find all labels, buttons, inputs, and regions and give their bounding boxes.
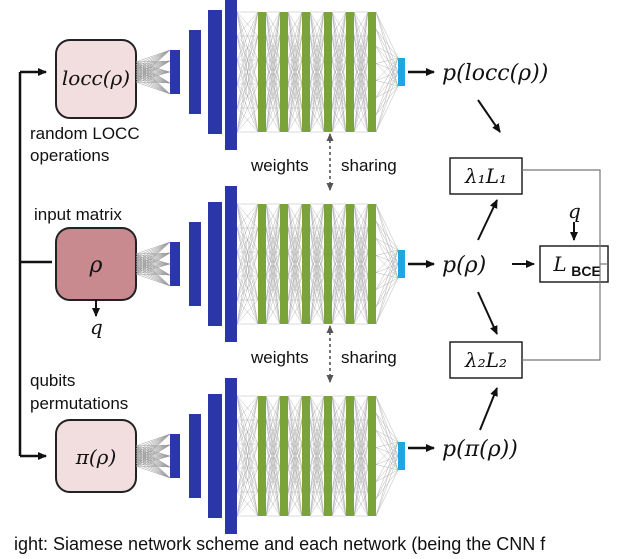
conv-layer-1 (170, 242, 180, 286)
loss-bce-box: L BCE (539, 245, 609, 283)
weights-sharing-bottom: weights sharing (250, 325, 397, 383)
locc-caption-line2: operations (30, 146, 109, 165)
pi-box: π(ρ) (55, 419, 137, 493)
conv-layer-3 (208, 10, 222, 134)
loss2-label: λ₂L₂ (464, 348, 507, 372)
dense-layer-3 (302, 12, 310, 132)
pi-box-label: π(ρ) (75, 445, 117, 469)
rho-box-label: ρ (89, 253, 103, 278)
weights-sharing-bottom-right: sharing (341, 348, 397, 367)
q-below-rho-label: q (90, 315, 103, 339)
dense-layer-2 (280, 396, 288, 516)
locc-box: locc(ρ) (55, 39, 137, 119)
output-bottom-label: p(π(ρ)) (442, 437, 518, 462)
dense-layer-4 (324, 204, 332, 324)
output-top-label: p(locc(ρ)) (442, 61, 548, 86)
weights-sharing-top-right: sharing (341, 156, 397, 175)
conv-layer-2 (189, 30, 201, 114)
locc-box-label: locc(ρ) (62, 66, 130, 90)
output-unit (398, 250, 405, 278)
cnn-network-top (135, 0, 405, 150)
cnn-network-mid (135, 186, 405, 342)
loss1-box: λ₁L₁ (449, 157, 523, 195)
conv-layer-2 (189, 222, 201, 306)
dense-layer-6 (368, 396, 376, 516)
input-caption: input matrix (34, 205, 122, 224)
loss-arrows (477, 99, 578, 431)
dense-connections (236, 395, 399, 517)
dense-connections (236, 203, 399, 325)
dense-layer-2 (280, 204, 288, 324)
dense-layer-2 (280, 12, 288, 132)
dense-layer-5 (346, 396, 354, 516)
conv-layer-4 (225, 378, 237, 534)
conv-layer-3 (208, 394, 222, 518)
weights-sharing-top: weights sharing (250, 133, 397, 191)
rho-box: ρ (55, 227, 137, 301)
conv-layer-4 (225, 0, 237, 150)
conv-layer-2 (189, 414, 201, 498)
dense-layer-4 (324, 12, 332, 132)
perm-caption-line1: qubits (30, 371, 75, 390)
cnn-network-bottom (135, 378, 405, 534)
output-mid-label: p(ρ) (442, 253, 486, 278)
weights-sharing-top-left: weights (250, 156, 309, 175)
dense-layer-5 (346, 204, 354, 324)
locc-caption-line1: random LOCC (30, 124, 140, 143)
dense-layer-3 (302, 204, 310, 324)
dense-layer-1 (258, 396, 266, 516)
loss-bce-label: L (552, 252, 566, 276)
figure-caption: ight: Siamese network scheme and each ne… (14, 534, 546, 554)
input-connections (135, 241, 171, 287)
loss2-box: λ₂L₂ (449, 341, 523, 379)
output-mid: p(ρ) (408, 253, 486, 278)
loss1-label: λ₁L₁ (464, 164, 507, 188)
q-top-label: q (568, 199, 581, 223)
dense-layer-3 (302, 396, 310, 516)
weights-sharing-bottom-left: weights (250, 348, 309, 367)
cnn-networks (135, 0, 405, 534)
conv-layer-1 (170, 50, 180, 94)
output-unit (398, 58, 405, 86)
dense-layer-1 (258, 204, 266, 324)
conv-layer-1 (170, 434, 180, 478)
perm-caption-line2: permutations (30, 394, 128, 413)
input-connections (135, 49, 171, 95)
dense-layer-4 (324, 396, 332, 516)
loss-bce-subscript: BCE (571, 263, 601, 279)
conv-layer-3 (208, 202, 222, 326)
input-connections (135, 433, 171, 479)
dense-connections (236, 11, 399, 133)
output-top: p(locc(ρ)) (408, 61, 548, 86)
dense-layer-6 (368, 204, 376, 324)
loss-bracket (522, 169, 608, 361)
branch-bracket (18, 68, 52, 460)
dense-layer-5 (346, 12, 354, 132)
output-bottom: p(π(ρ)) (408, 437, 518, 462)
q-below-rho: q (90, 300, 103, 339)
output-unit (398, 442, 405, 470)
conv-layer-4 (225, 186, 237, 342)
dense-layer-1 (258, 12, 266, 132)
dense-layer-6 (368, 12, 376, 132)
